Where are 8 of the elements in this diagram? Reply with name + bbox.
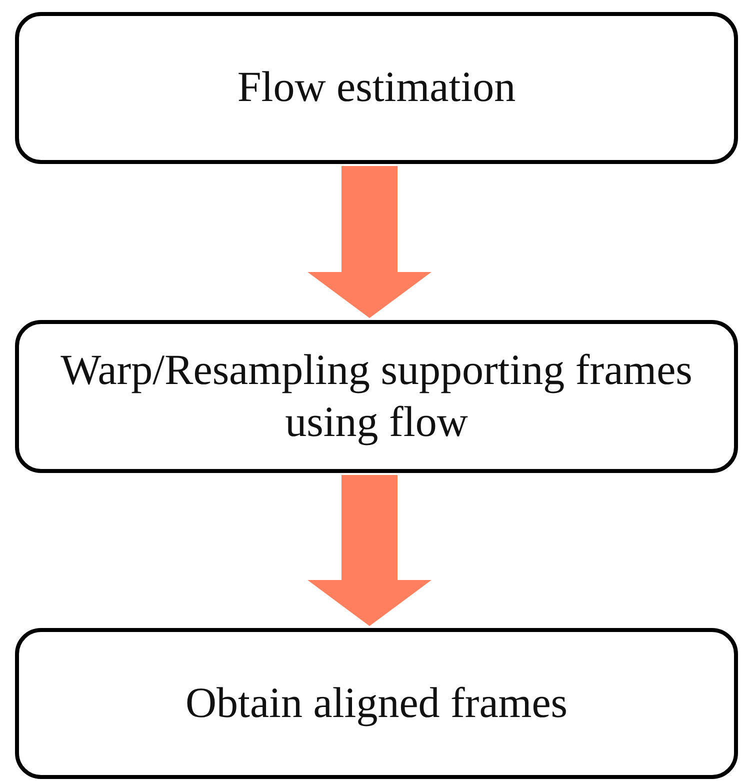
box-label: Flow estimation [237, 63, 516, 114]
process-box [15, 320, 738, 473]
box-label: Warp/Resampling supporting frames using flow [60, 346, 694, 448]
block-arrow [308, 475, 432, 626]
process-box [15, 12, 738, 164]
process-box [15, 628, 738, 779]
block-arrow [308, 166, 432, 318]
box-label: Obtain aligned frames [185, 678, 568, 729]
